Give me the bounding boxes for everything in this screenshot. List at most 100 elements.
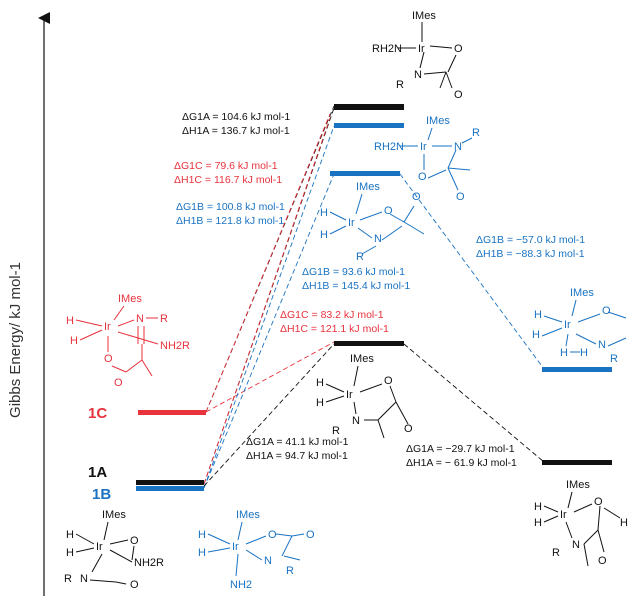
svg-text:IMes: IMes [566, 479, 590, 491]
svg-text:O: O [418, 171, 427, 183]
svg-text:Ir: Ir [420, 141, 427, 153]
molecule-right-blue: IMes H H Ir O H H N R [532, 287, 627, 365]
y-axis-label: Gibbs Energy/ kJ mol-1 [7, 262, 24, 418]
svg-text:Ir: Ir [104, 321, 111, 333]
svg-text:IMes: IMes [118, 293, 142, 305]
molecule-ts-black: IMes RH2N Ir O N R O [372, 10, 463, 101]
energy-annotations: ΔG1A = 104.6 kJ mol-1 ΔH1A = 136.7 kJ mo… [174, 111, 585, 469]
connector-1c-to-ts-red2 [205, 341, 335, 413]
annotation-g1a-low: ΔG1A = 41.1 kJ mol-1 [246, 436, 349, 448]
svg-text:Ir: Ir [96, 541, 103, 553]
state-label-1c: 1C [88, 405, 107, 422]
state-label-1a: 1A [88, 464, 107, 481]
annotation-g1b-right: ΔG1B = −57.0 kJ mol-1 [476, 234, 585, 246]
svg-text:H: H [534, 517, 542, 529]
svg-text:O: O [114, 377, 123, 389]
svg-text:H: H [320, 207, 328, 219]
svg-text:R: R [64, 573, 72, 585]
svg-text:O: O [104, 353, 113, 365]
annotation-h1a-right: ΔH1A = − 61.9 kJ mol-1 [406, 457, 517, 469]
svg-text:H: H [532, 329, 540, 341]
annotation-h1c-top: ΔH1C = 116.7 kJ mol-1 [174, 174, 282, 186]
level-ts-black [334, 104, 404, 110]
svg-text:Ir: Ir [348, 217, 355, 229]
svg-text:O: O [404, 423, 413, 435]
svg-text:N: N [136, 313, 144, 325]
level-int-black [334, 341, 404, 346]
annotation-g1c-mid: ΔG1C = 83.2 kJ mol-1 [280, 309, 384, 321]
svg-text:IMes: IMes [426, 115, 450, 127]
svg-text:IMes: IMes [570, 287, 594, 299]
svg-text:NH2: NH2 [230, 579, 252, 591]
svg-text:N: N [80, 573, 88, 585]
svg-text:H: H [70, 335, 78, 347]
annotation-h1b-top: ΔH1B = 121.8 kJ mol-1 [176, 215, 284, 227]
level-1a [136, 480, 204, 485]
svg-text:H: H [66, 547, 74, 559]
svg-text:O: O [594, 496, 603, 508]
connector-1a-to-int-black [203, 343, 335, 487]
svg-text:IMes: IMes [350, 353, 374, 365]
energy-levels [136, 104, 612, 491]
svg-text:O: O [602, 305, 611, 317]
svg-text:IMes: IMes [236, 509, 260, 521]
svg-text:NH2R: NH2R [134, 557, 164, 569]
svg-text:H: H [320, 229, 328, 241]
svg-text:O: O [306, 529, 315, 541]
annotation-g1b-top: ΔG1B = 100.8 kJ mol-1 [176, 201, 285, 213]
svg-text:R: R [610, 353, 618, 365]
svg-text:RH2N: RH2N [374, 141, 404, 153]
molecule-1b: IMes H H Ir O N R NH2 O [198, 509, 315, 591]
svg-text:R: R [472, 127, 480, 139]
svg-text:O: O [598, 555, 607, 567]
svg-text:H: H [198, 547, 206, 559]
svg-text:N: N [572, 539, 580, 551]
annotation-h1b-mid: ΔH1B = 145.4 kJ mol-1 [302, 280, 410, 292]
svg-text:H: H [534, 501, 542, 513]
annotation-g1c-top: ΔG1C = 79.6 kJ mol-1 [174, 160, 278, 172]
connector-ts-to-right-blue [399, 173, 545, 370]
svg-text:IMes: IMes [356, 181, 380, 193]
svg-text:O: O [384, 375, 393, 387]
svg-text:R: R [332, 425, 340, 437]
annotation-h1c-mid: ΔH1C = 121.1 kJ mol-1 [280, 323, 389, 335]
svg-text:O: O [412, 191, 421, 203]
svg-text:NH2R: NH2R [160, 340, 190, 352]
state-label-1b: 1B [92, 486, 111, 503]
connector-lines [203, 105, 545, 489]
level-1c [138, 410, 206, 415]
connector-1a-to-ts-red [203, 117, 331, 485]
svg-text:O: O [454, 43, 463, 55]
svg-text:O: O [454, 89, 463, 101]
level-ts-blue2 [330, 171, 400, 176]
molecule-ts-blue2: IMes H H Ir O N R O [320, 181, 425, 263]
svg-text:H: H [66, 315, 74, 327]
connector-1c-to-ts-red1 [205, 113, 331, 413]
svg-text:H: H [534, 309, 542, 321]
annotation-h1a-low: ΔH1A = 94.7 kJ mol-1 [246, 450, 348, 462]
svg-text:H: H [66, 529, 74, 541]
svg-text:N: N [414, 69, 422, 81]
svg-text:H: H [198, 529, 206, 541]
svg-text:R: R [160, 313, 168, 325]
molecule-1c: IMes H H Ir N R O NH2R O [66, 293, 190, 389]
annotation-h1b-right: ΔH1B = −88.3 kJ mol-1 [476, 248, 585, 260]
svg-text:H: H [316, 377, 324, 389]
annotation-g1a-right: ΔG1A = −29.7 kJ mol-1 [406, 443, 515, 455]
svg-text:Ir: Ir [346, 389, 353, 401]
svg-text:Ir: Ir [418, 43, 425, 55]
svg-text:Ir: Ir [560, 509, 567, 521]
molecule-int-black: IMes H H Ir O N R O [316, 353, 413, 439]
svg-text:O: O [130, 535, 139, 547]
molecule-ts-blue1: IMes RH2N Ir N R O O [374, 115, 480, 203]
svg-text:R: R [356, 251, 364, 263]
connector-1b-to-ts-blue1 [203, 125, 335, 489]
svg-text:RH2N: RH2N [372, 43, 402, 55]
level-right-black [542, 460, 612, 465]
svg-text:N: N [352, 415, 360, 427]
svg-text:O: O [456, 191, 465, 203]
svg-text:O: O [130, 579, 139, 591]
svg-text:Ir: Ir [564, 319, 571, 331]
svg-text:R: R [552, 547, 560, 559]
